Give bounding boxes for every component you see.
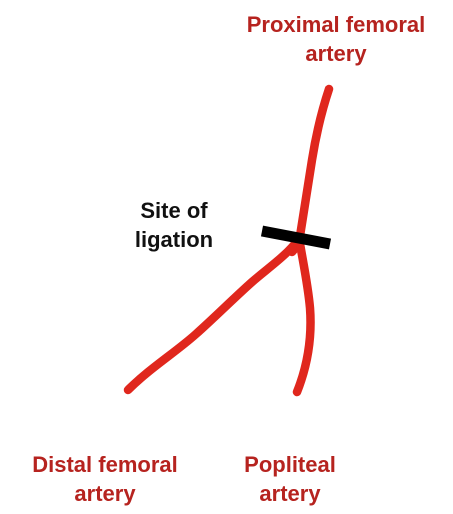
ligation-label-line1: Site of bbox=[108, 196, 240, 225]
site-of-ligation-label: Site of ligation bbox=[108, 196, 240, 254]
distal-label-line1: Distal femoral bbox=[0, 450, 210, 479]
distal-femoral-artery bbox=[128, 240, 298, 390]
proximal-label-line1: Proximal femoral bbox=[218, 10, 453, 39]
popliteal-label-line1: Popliteal bbox=[222, 450, 358, 479]
distal-femoral-artery-label: Distal femoral artery bbox=[0, 450, 210, 508]
distal-label-line2: artery bbox=[0, 479, 210, 508]
ligation-label-line2: ligation bbox=[108, 225, 240, 254]
proximal-femoral-artery bbox=[292, 89, 329, 252]
proximal-femoral-artery-label: Proximal femoral artery bbox=[218, 10, 453, 68]
ligation-bar bbox=[262, 231, 330, 244]
popliteal-artery bbox=[297, 238, 311, 392]
proximal-label-line2: artery bbox=[218, 39, 453, 68]
popliteal-artery-label: Popliteal artery bbox=[222, 450, 358, 508]
popliteal-label-line2: artery bbox=[222, 479, 358, 508]
